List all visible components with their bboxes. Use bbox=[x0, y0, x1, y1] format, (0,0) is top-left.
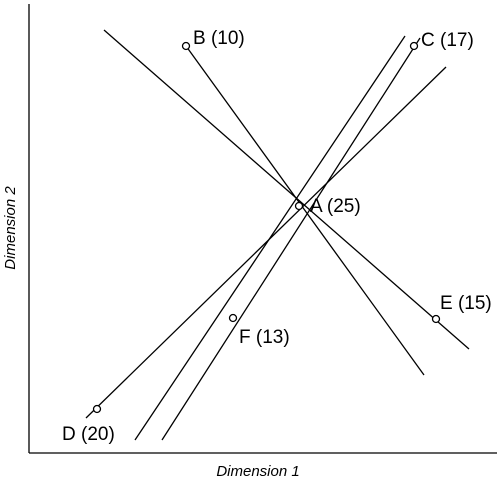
point-label-f: F (13) bbox=[239, 327, 290, 348]
y-axis-label: Dimension 2 bbox=[2, 186, 19, 270]
point-b bbox=[181, 41, 191, 51]
line-long-diagonal-down bbox=[103, 29, 470, 350]
point-label-a: A (25) bbox=[310, 196, 361, 217]
point-label-e: E (15) bbox=[440, 293, 492, 314]
point-d bbox=[92, 404, 102, 414]
point-c bbox=[409, 41, 419, 51]
point-e bbox=[431, 314, 441, 324]
line-d-through-a bbox=[85, 66, 447, 419]
line-c-through-a bbox=[161, 37, 421, 441]
point-label-d: D (20) bbox=[62, 424, 115, 445]
point-label-c: C (17) bbox=[421, 30, 474, 51]
point-label-b: B (10) bbox=[193, 28, 245, 49]
line-b-through-a bbox=[185, 45, 425, 376]
x-axis-label: Dimension 1 bbox=[216, 463, 299, 480]
point-f bbox=[228, 313, 238, 323]
point-a bbox=[294, 201, 304, 211]
